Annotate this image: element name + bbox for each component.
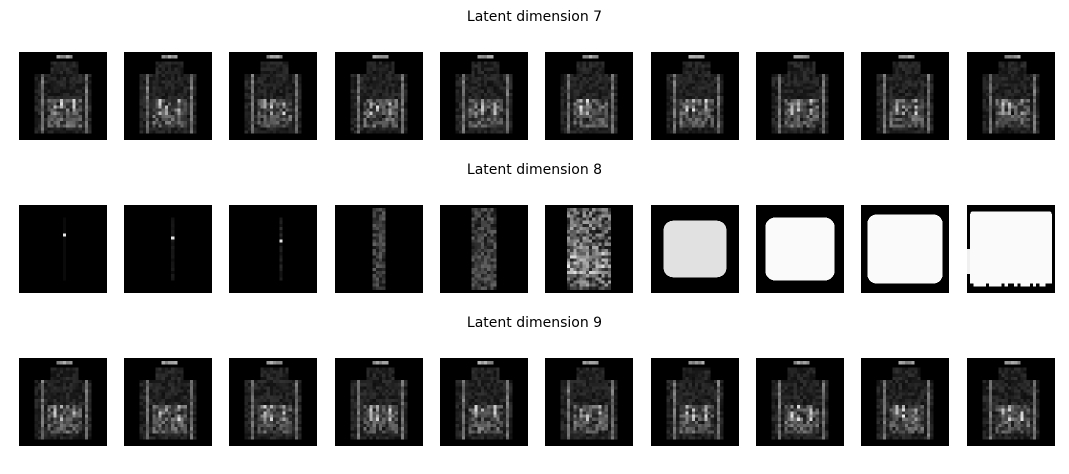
generated-image (756, 205, 844, 293)
generated-image (19, 52, 107, 140)
generated-image (19, 358, 107, 446)
generated-image (229, 358, 317, 446)
generated-image (651, 205, 739, 293)
generated-image (229, 205, 317, 293)
generated-image (967, 205, 1055, 293)
generated-image (335, 205, 423, 293)
generated-image (335, 358, 423, 446)
generated-image (19, 205, 107, 293)
generated-image (756, 52, 844, 140)
generated-image (545, 205, 633, 293)
generated-image (229, 52, 317, 140)
generated-image (861, 52, 949, 140)
generated-image (967, 358, 1055, 446)
generated-image (967, 52, 1055, 140)
generated-image (124, 52, 212, 140)
generated-image (651, 358, 739, 446)
row-title-latent-9: Latent dimension 9 (466, 315, 603, 331)
generated-image (124, 205, 212, 293)
generated-image (440, 358, 528, 446)
row-title-latent-7: Latent dimension 7 (466, 9, 603, 25)
generated-image (861, 358, 949, 446)
row-title-latent-8: Latent dimension 8 (466, 162, 603, 178)
generated-image (440, 52, 528, 140)
generated-image (545, 52, 633, 140)
generated-image (335, 52, 423, 140)
generated-image (124, 358, 212, 446)
generated-image (861, 205, 949, 293)
generated-image (545, 358, 633, 446)
generated-image (651, 52, 739, 140)
generated-image (440, 205, 528, 293)
generated-image (756, 358, 844, 446)
